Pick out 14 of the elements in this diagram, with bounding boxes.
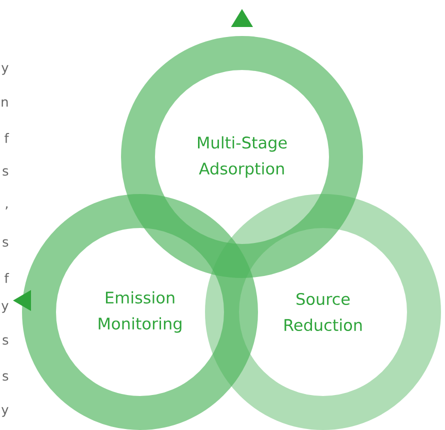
text-fragment: f [4,273,10,283]
text-fragment: s [2,337,8,345]
text-fragment: s [2,239,8,247]
ring-label: Source Reduction [284,292,362,332]
ring-label: Emission Monitoring [98,291,182,333]
text-fragment: s [2,168,8,176]
ring-label: Multi-Stage Adsorption [198,136,287,178]
text-fragment: s [2,373,8,381]
text-fragment: y [2,303,8,313]
text-fragment: y [2,407,8,417]
text-fragment: y [2,65,8,75]
text-fragment: n [2,99,8,107]
text-fragment: , [6,206,8,210]
text-fragment: f [4,133,10,143]
